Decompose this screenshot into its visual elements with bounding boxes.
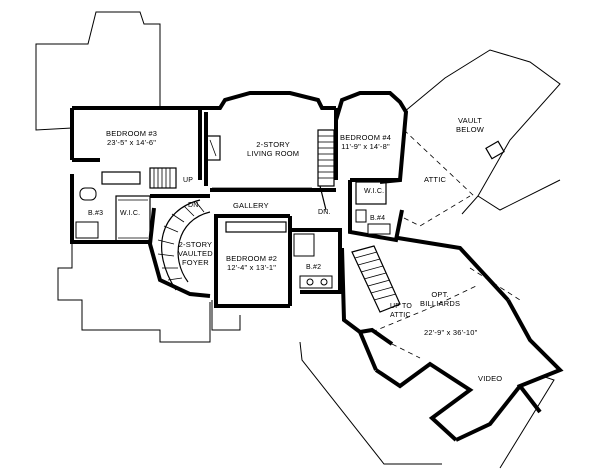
wic-right-label: W.I.C. bbox=[364, 188, 385, 195]
billiards-line1: OPT. bbox=[431, 290, 449, 299]
vent-box bbox=[485, 140, 505, 160]
vault-line2: BELOW bbox=[456, 125, 485, 134]
bedroom3-dims: 23'-5" x 14'-6" bbox=[107, 138, 157, 147]
up-label: UP bbox=[183, 177, 194, 184]
bathtub-b3 bbox=[75, 221, 99, 239]
bedroom3-name: BEDROOM #3 bbox=[106, 129, 158, 138]
dn-center-label: DN. bbox=[318, 209, 331, 216]
bedroom2-label: BEDROOM #2 12'-4" x 13'-1" bbox=[226, 254, 277, 272]
roof-outline bbox=[35, 11, 561, 469]
foyer-line1: 2-STORY bbox=[178, 240, 213, 249]
b4-bath-label: B.#4 bbox=[370, 215, 386, 222]
bedroom4-dims: 11'-9" x 14'-8" bbox=[341, 142, 390, 151]
shower-b2 bbox=[293, 233, 315, 257]
foyer-line2: VAULTED bbox=[178, 249, 213, 258]
living-room-name2: LIVING ROOM bbox=[247, 149, 300, 158]
vault-label: VAULT BELOW bbox=[456, 116, 484, 134]
bedroom3-label: BEDROOM #3 23'-5" x 14'-6" bbox=[106, 129, 157, 147]
curved-stair bbox=[157, 199, 211, 291]
vault-line1: VAULT bbox=[458, 116, 483, 125]
billiards-dims: 22'-9" x 36'-10" bbox=[424, 328, 478, 337]
up-to-attic-line2: ATTIC bbox=[390, 312, 411, 319]
living-room-label: 2-STORY LIVING ROOM bbox=[247, 140, 299, 158]
living-room-name1: 2-STORY bbox=[256, 140, 290, 149]
gallery-label: GALLERY bbox=[233, 201, 269, 210]
toilet-b4 bbox=[355, 209, 367, 223]
b2-bath-label: B.#2 bbox=[306, 264, 322, 271]
stair-up-left bbox=[149, 167, 177, 189]
billiards-label: OPT. BILLIARDS bbox=[420, 290, 460, 308]
sink-b3 bbox=[79, 187, 97, 201]
dn-left-label: DN. bbox=[188, 202, 201, 209]
bedroom2-name: BEDROOM #2 bbox=[226, 254, 278, 263]
billiards-line2: BILLIARDS bbox=[420, 299, 461, 308]
stair-down-center bbox=[317, 129, 335, 211]
up-to-attic-label: UP TO ATTIC bbox=[390, 302, 412, 320]
bedroom4-name: BEDROOM #4 bbox=[340, 133, 392, 142]
foyer-line3: FOYER bbox=[182, 258, 209, 267]
attic-label: ATTIC bbox=[424, 175, 447, 184]
bedroom2-dims: 12'-4" x 13'-1" bbox=[227, 263, 277, 272]
b3-bath-label: B.#3 bbox=[88, 210, 104, 217]
interior-details bbox=[75, 129, 521, 359]
bedroom4-label: BEDROOM #4 11'-9" x 14'-8" bbox=[340, 133, 391, 151]
up-to-attic-line1: UP TO bbox=[390, 303, 413, 310]
video-label: VIDEO bbox=[478, 374, 503, 383]
foyer-label: 2-STORY VAULTED FOYER bbox=[178, 240, 213, 267]
stair-up-attic bbox=[351, 245, 401, 313]
bathtub-b4 bbox=[367, 223, 391, 235]
wic-left-label: W.I.C. bbox=[120, 210, 141, 217]
fireplace bbox=[205, 135, 221, 161]
